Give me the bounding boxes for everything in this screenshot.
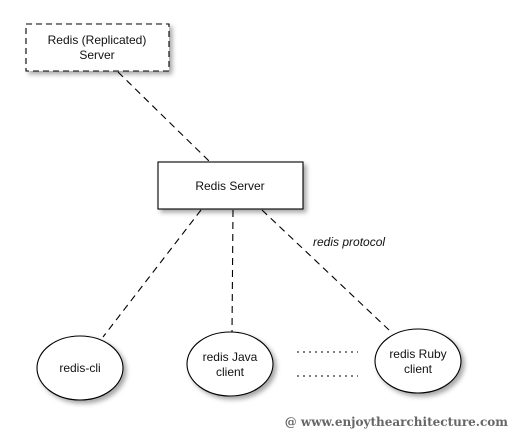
redis-protocol-label: redis protocol xyxy=(313,235,385,249)
redis-cli-node: redis-cli xyxy=(36,335,124,401)
replicated-server-label-line1: Redis (Replicated) xyxy=(48,33,147,47)
redis-server-label: Redis Server xyxy=(195,179,264,193)
java-client-label-line2: client xyxy=(216,365,245,379)
replicated-server-label-line2: Server xyxy=(79,48,114,62)
replicated-server-node: Redis (Replicated) Server xyxy=(25,23,170,72)
ruby-client-node: redis Ruby client xyxy=(374,328,462,394)
ruby-client-label-line1: redis Ruby xyxy=(389,347,446,361)
java-client-label-line1: redis Java xyxy=(203,350,258,364)
ruby-client-label-line2: client xyxy=(404,362,433,376)
replication-link xyxy=(117,71,211,163)
java-client-node: redis Java client xyxy=(186,331,274,397)
java-connection-line xyxy=(231,209,234,334)
redis-server-node: Redis Server xyxy=(157,161,304,210)
cli-connection-line xyxy=(102,209,202,338)
watermark-text: @ www.enjoythearchitecture.com xyxy=(285,415,509,429)
connectors xyxy=(102,71,390,377)
redis-cli-label: redis-cli xyxy=(59,361,100,375)
ruby-connection-line xyxy=(261,209,390,331)
